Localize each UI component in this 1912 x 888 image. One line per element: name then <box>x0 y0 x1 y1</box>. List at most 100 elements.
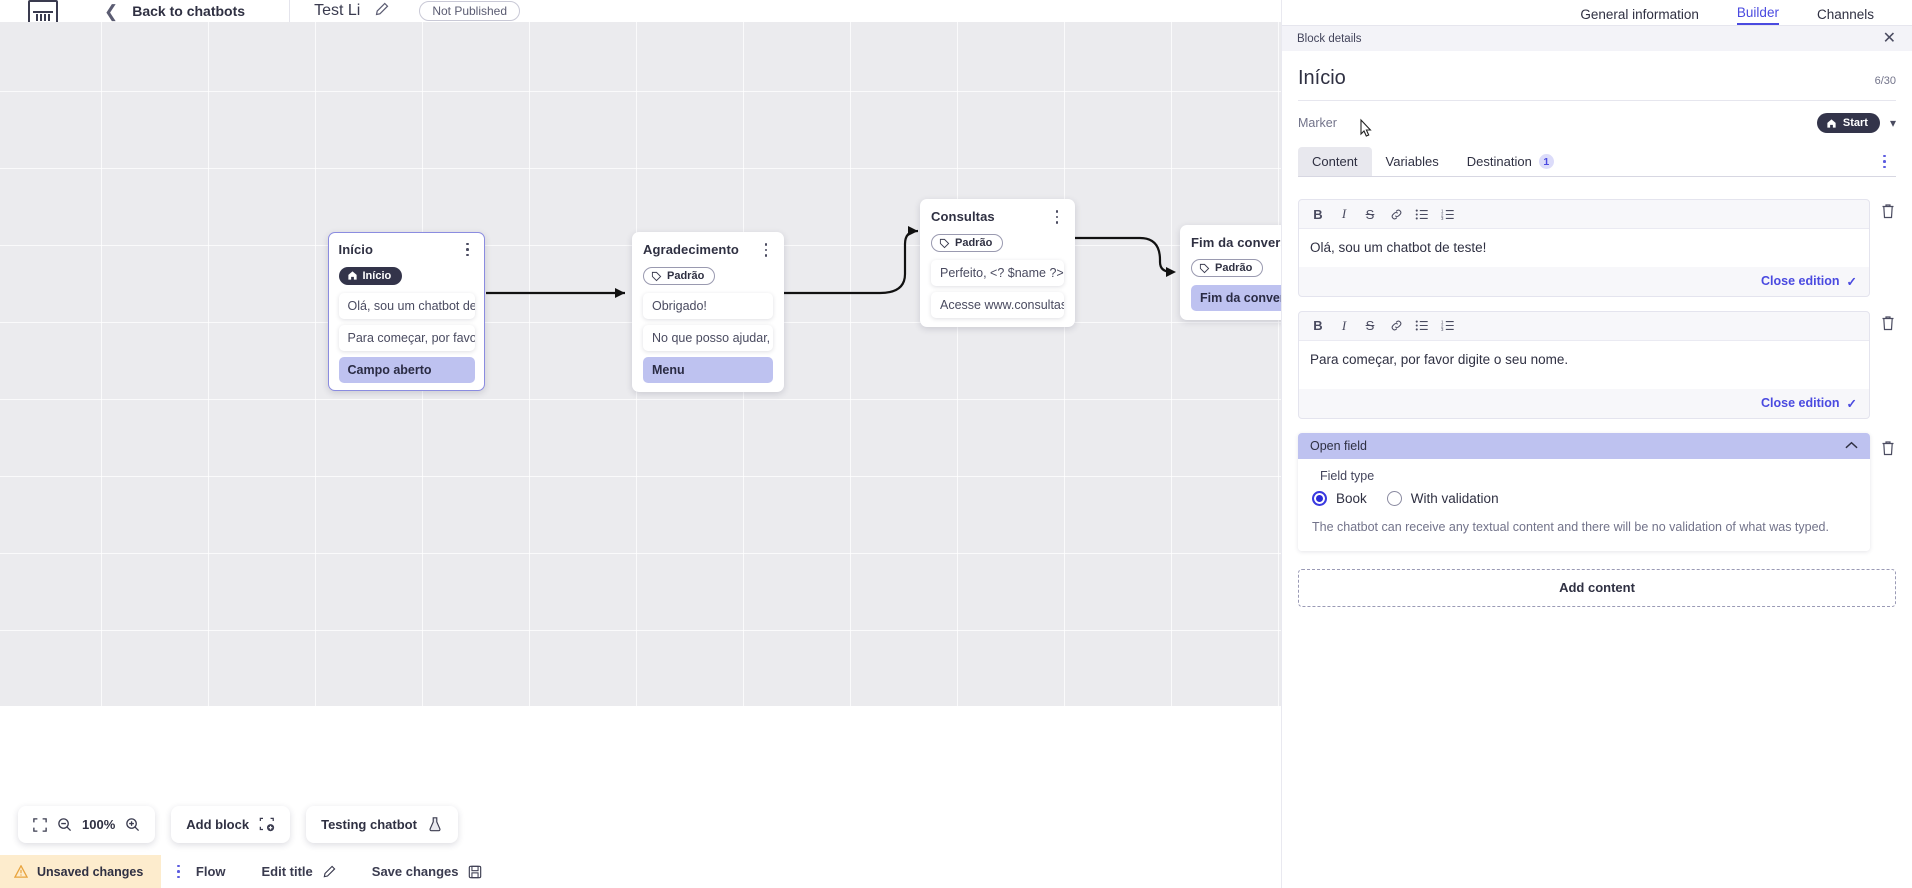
add-block-button[interactable]: Add block <box>171 806 291 843</box>
marker-selector[interactable]: Start ▾ <box>1816 113 1896 133</box>
destination-count-badge: 1 <box>1538 154 1554 169</box>
tab-general-information[interactable]: General information <box>1580 7 1699 22</box>
open-field-title: Open field <box>1310 438 1367 453</box>
italic-icon[interactable]: I <box>1341 206 1347 221</box>
zoom-in-icon[interactable] <box>125 817 140 832</box>
close-edition-label: Close edition <box>1761 274 1840 289</box>
svg-text:3: 3 <box>1441 216 1444 221</box>
node-badge-start: Início <box>338 266 403 285</box>
flow-canvas[interactable]: Início Início Olá, sou um chatbot de tes… <box>0 22 1281 706</box>
svg-text:2: 2 <box>1441 212 1444 217</box>
radio-book[interactable]: Book <box>1312 490 1367 506</box>
close-edition-label: Close edition <box>1761 396 1840 411</box>
radio-with-validation-dot <box>1386 490 1402 506</box>
node-row[interactable]: Acesse www.consultas.com par... <box>931 292 1064 318</box>
add-content-button[interactable]: Add content <box>1298 568 1896 607</box>
add-block-icon <box>259 817 275 833</box>
strikethrough-icon[interactable]: S <box>1365 206 1375 222</box>
zoom-controls[interactable]: 100% <box>18 806 156 843</box>
warning-icon <box>14 865 28 878</box>
open-field-description: The chatbot can receive any textual cont… <box>1312 519 1829 534</box>
kebab-menu-icon[interactable] <box>177 864 180 879</box>
unsaved-changes-label: Unsaved changes <box>37 864 144 879</box>
tab-channels[interactable]: Channels <box>1816 7 1874 22</box>
tab-builder[interactable]: Builder <box>1736 5 1779 25</box>
tab-destination[interactable]: Destination 1 <box>1453 147 1568 176</box>
close-edition-button[interactable]: Close edition ✓ <box>1299 389 1869 418</box>
italic-icon[interactable]: I <box>1341 317 1347 333</box>
testing-chatbot-label: Testing chatbot <box>321 817 417 832</box>
node-badge-padrao: Padrão <box>643 267 716 285</box>
node-row[interactable]: Menu <box>643 357 773 383</box>
panel-title-row: Início 6/30 <box>1298 51 1896 101</box>
kebab-menu-icon[interactable] <box>759 242 773 258</box>
node-row[interactable]: Para começar, por favor digite o ... <box>338 324 475 351</box>
open-field-header[interactable]: Open field <box>1298 432 1870 459</box>
flow-button[interactable]: Flow <box>196 864 226 879</box>
bullet-list-icon[interactable] <box>1409 204 1435 224</box>
bullet-list-icon[interactable] <box>1409 316 1435 336</box>
close-icon[interactable]: ✕ <box>1882 29 1896 47</box>
flow-node-inicio[interactable]: Início Início Olá, sou um chatbot de tes… <box>328 232 485 391</box>
pencil-icon[interactable] <box>374 2 389 20</box>
link-icon[interactable] <box>1383 316 1409 336</box>
flow-node-consultas[interactable]: Consultas Padrão Perfeito, <? $name ?>! … <box>920 199 1075 327</box>
node-badge-padrao: Padrão <box>931 234 1004 252</box>
page-title: Início <box>1298 67 1346 89</box>
trash-icon[interactable] <box>1880 440 1896 460</box>
radio-with-validation[interactable]: With validation <box>1386 490 1499 506</box>
trash-icon[interactable] <box>1880 203 1896 223</box>
kebab-menu-icon[interactable] <box>1050 209 1064 225</box>
tab-content[interactable]: Content <box>1298 147 1372 176</box>
panel-body: Início 6/30 Marker Start ▾ Content Varia… <box>1282 51 1912 888</box>
zoom-out-icon[interactable] <box>57 817 72 832</box>
kebab-menu-icon[interactable] <box>1873 149 1896 175</box>
chevron-down-icon[interactable]: ▾ <box>1889 116 1896 130</box>
flow-node-agradecimento[interactable]: Agradecimento Padrão Obrigado! No que po… <box>632 232 784 392</box>
bold-icon[interactable]: B <box>1313 318 1323 334</box>
kebab-menu-icon[interactable] <box>461 242 475 258</box>
strikethrough-icon[interactable]: S <box>1365 318 1375 334</box>
node-row[interactable]: No que posso ajudar, <? $name ... <box>643 325 773 351</box>
link-icon[interactable] <box>1383 204 1409 224</box>
node-badge-padrao: Padrão <box>1191 259 1264 277</box>
node-row[interactable]: Obrigado! <box>643 293 773 319</box>
close-edition-button[interactable]: Close edition ✓ <box>1299 267 1869 296</box>
bold-icon[interactable]: B <box>1313 206 1323 222</box>
node-row[interactable]: Perfeito, <? $name ?>! <box>931 260 1064 286</box>
node-row[interactable]: Campo aberto <box>338 356 475 383</box>
edit-title-label: Edit title <box>261 864 313 879</box>
back-to-chatbots-link[interactable]: Back to chatbots <box>132 3 246 19</box>
trash-icon[interactable] <box>1880 315 1896 335</box>
node-title: Agradecimento <box>643 242 739 257</box>
chatbot-name: Test Li <box>314 2 361 19</box>
node-row[interactable]: Olá, sou um chatbot de teste! <box>338 292 475 319</box>
save-changes-button[interactable]: Save changes <box>372 864 482 879</box>
node-badge-label: Padrão <box>667 270 705 282</box>
flow-edges <box>486 226 1176 298</box>
testing-chatbot-button[interactable]: Testing chatbot <box>306 806 458 843</box>
edit-title-button[interactable]: Edit title <box>262 864 336 879</box>
node-header: Fim da conversa <box>1191 235 1281 250</box>
node-row[interactable]: Fim da conversa <box>1191 285 1281 311</box>
flow-node-fim-da-conversa[interactable]: Fim da conversa Padrão Fim da conversa <box>1180 225 1281 320</box>
check-icon: ✓ <box>1846 274 1857 289</box>
node-rows: Olá, sou um chatbot de teste! Para começ… <box>338 292 475 383</box>
zoom-level: 100% <box>82 817 116 832</box>
status-bar: Unsaved changes Flow Edit title Save cha… <box>0 855 1281 888</box>
fit-screen-icon[interactable] <box>33 817 47 832</box>
editor-text[interactable]: Olá, sou um chatbot de teste! <box>1299 229 1869 267</box>
tab-variables[interactable]: Variables <box>1372 147 1453 176</box>
chevron-up-icon[interactable] <box>1845 439 1858 453</box>
radio-book-label: Book <box>1336 490 1367 506</box>
node-header: Consultas <box>931 209 1064 225</box>
chevron-left-icon[interactable]: ❮ <box>104 1 119 21</box>
editor-text[interactable]: Para começar, por favor digite o seu nom… <box>1299 340 1869 389</box>
